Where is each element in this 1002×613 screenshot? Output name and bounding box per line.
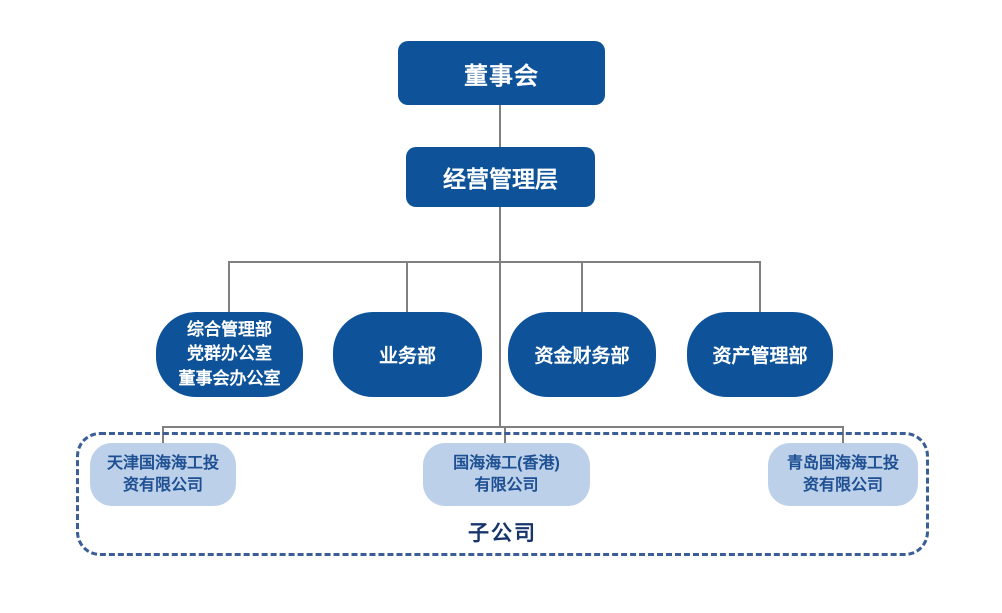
node-treasury-finance-department: 资金财务部 bbox=[508, 312, 656, 397]
node-board-of-directors: 董事会 bbox=[398, 41, 605, 105]
node-business-department: 业务部 bbox=[333, 312, 482, 397]
connector-departments-bar bbox=[228, 261, 761, 263]
node-general-admin-party-board-offices: 综合管理部 党群办公室 董事会办公室 bbox=[156, 312, 303, 397]
connector-drop-subsidiary-3 bbox=[842, 426, 844, 445]
connector-drop-dept-1 bbox=[228, 261, 230, 313]
connector-subsidiaries-bar bbox=[162, 426, 844, 428]
node-operating-management: 经营管理层 bbox=[406, 147, 595, 207]
node-asset-management-department: 资产管理部 bbox=[687, 312, 833, 397]
connector-drop-dept-2 bbox=[406, 261, 408, 313]
connector-drop-dept-3 bbox=[581, 261, 583, 313]
connector-drop-subsidiary-2 bbox=[504, 426, 506, 445]
connector-board-to-management bbox=[499, 105, 501, 147]
subsidiaries-group-border bbox=[76, 432, 929, 556]
connector-drop-dept-4 bbox=[759, 261, 761, 313]
node-subsidiary-hongkong: 国海海工(香港) 有限公司 bbox=[423, 443, 590, 506]
node-subsidiary-tianjin: 天津国海海工投 资有限公司 bbox=[90, 443, 236, 506]
connector-center-to-subsidiaries bbox=[499, 261, 501, 427]
subsidiaries-group-label: 子公司 bbox=[468, 522, 537, 545]
connector-drop-subsidiary-1 bbox=[162, 426, 164, 445]
node-subsidiary-qingdao: 青岛国海海工投 资有限公司 bbox=[768, 443, 918, 506]
connector-management-stem bbox=[499, 207, 501, 262]
